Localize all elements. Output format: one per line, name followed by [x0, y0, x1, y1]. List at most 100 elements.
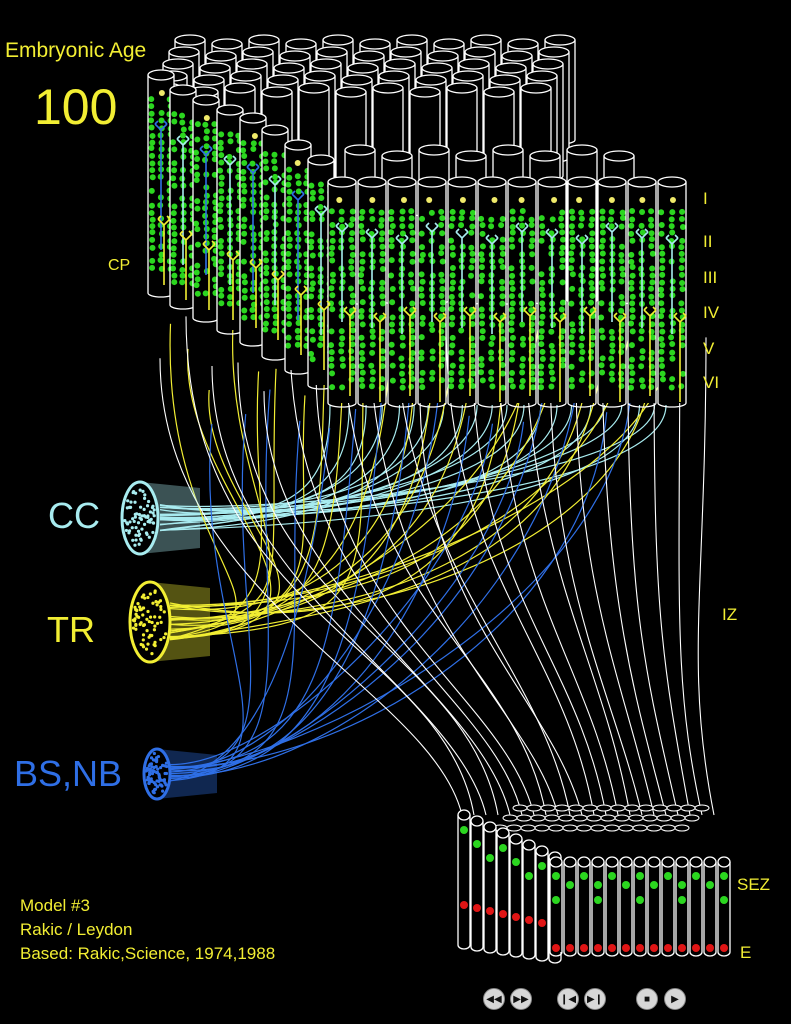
progenitor-cell: [525, 872, 533, 880]
neuron-cell: [271, 306, 278, 313]
sez-column-top: [642, 814, 658, 822]
neuron-cell: [538, 363, 545, 370]
neuron-dendrite: [635, 228, 649, 328]
cortical-column: [483, 821, 497, 954]
neuron-cell: [498, 222, 505, 229]
neuron-cell: [479, 230, 486, 237]
neuron-cell: [329, 244, 336, 251]
neuron-cell: [263, 194, 270, 201]
skip-forward-button[interactable]: ▶❙: [584, 988, 606, 1010]
neuron-dendrite: [154, 120, 168, 250]
neuron-cell: [449, 251, 456, 258]
layer-label-ii: II: [703, 232, 713, 251]
neuron-cell: [194, 290, 201, 297]
neuron-cell: [249, 294, 256, 301]
neuron-cell: [588, 355, 595, 362]
neuron-cell: [271, 327, 278, 334]
neuron-cell: [499, 293, 506, 300]
neuron-cell: [438, 341, 445, 348]
neuron-cell: [149, 216, 156, 223]
neuron-cell: [559, 362, 566, 369]
neuron-cell: [329, 237, 336, 244]
neuron-cell: [678, 307, 685, 314]
neuron-cell: [618, 223, 625, 230]
neuron-cell: [678, 215, 685, 222]
neuron-cell: [519, 377, 526, 384]
neuron-cell: [498, 355, 505, 362]
neuron-dendrite: [317, 300, 331, 370]
ependymal-cell: [720, 944, 728, 952]
neuron-cell: [568, 349, 575, 356]
neuron-cell: [629, 216, 636, 223]
progenitor-cell: [499, 844, 507, 852]
neuron-cell: [599, 285, 606, 292]
neuron-cell: [329, 384, 336, 391]
neuron-cell: [308, 314, 315, 321]
neuron-cell: [439, 230, 446, 237]
neuron-cell: [369, 341, 376, 348]
neuron-cell: [549, 348, 556, 355]
neuron-cell: [295, 188, 302, 195]
rewind-button[interactable]: ◀◀: [483, 988, 505, 1010]
neuron-dendrite: [523, 306, 537, 396]
neuron-cell: [359, 321, 366, 328]
stop-button[interactable]: ■: [636, 988, 658, 1010]
neuron-cell: [148, 187, 155, 194]
sez-column-top: [554, 804, 570, 812]
sez-column-top: [558, 814, 574, 822]
neuron-cell: [170, 217, 177, 224]
stop-icon: ■: [643, 993, 651, 1005]
neuron-dendrite: [665, 234, 679, 334]
play-button[interactable]: ▶: [664, 988, 686, 1010]
neuron-cell: [241, 273, 248, 280]
progenitor-cell: [473, 840, 481, 848]
cortical-column: [689, 856, 703, 957]
neuron-cell: [338, 328, 345, 335]
neuron-cell: [448, 376, 455, 383]
neuron-cell: [559, 348, 566, 355]
neuron-cell: [548, 328, 555, 335]
neuron-cell: [428, 209, 435, 216]
neuron-cell: [193, 164, 200, 171]
neuron-cell: [499, 314, 506, 321]
cortical-column: [509, 833, 523, 958]
skip-back-button[interactable]: ❙◀: [557, 988, 579, 1010]
neuron-cell: [240, 223, 247, 230]
neuron-cell: [379, 250, 386, 257]
fast-forward-button[interactable]: ▶▶: [510, 988, 532, 1010]
neuron-cell: [508, 327, 515, 334]
neuron-cell: [549, 376, 556, 383]
neuron-cell: [194, 276, 201, 283]
neuron-cell: [589, 265, 596, 272]
neuron-cell: [202, 205, 209, 212]
sez-column-top: [586, 814, 602, 822]
neuron-cell: [518, 237, 525, 244]
credit-authors: Rakic / Leydon: [20, 920, 133, 939]
neuron-cell: [308, 182, 315, 189]
neuron-cell: [438, 313, 445, 320]
neuron-cell: [409, 229, 416, 236]
neuron-cell: [149, 223, 156, 230]
neuron-cell: [608, 355, 615, 362]
neuron-cell: [589, 230, 596, 237]
neuron-cell: [217, 202, 224, 209]
neuron-dendrite: [575, 234, 589, 334]
neuron-cell: [499, 362, 506, 369]
neuron-cell: [263, 208, 270, 215]
neuron-cell: [194, 226, 201, 233]
neuron-cell: [669, 349, 676, 356]
progenitor-cell: [486, 854, 494, 862]
neuron-cell: [629, 237, 636, 244]
neuron-cell: [308, 350, 315, 357]
neuron-cell: [509, 229, 516, 236]
cajal-retzius-cell: [369, 197, 376, 203]
neuron-cell: [295, 320, 302, 327]
neuron-cell: [488, 216, 495, 223]
neuron-cell: [418, 355, 425, 362]
neuron-cell: [509, 243, 516, 250]
neuron-cell: [171, 231, 178, 238]
neuron-cell: [170, 245, 177, 252]
neuron-dendrite: [605, 222, 619, 322]
neuron-cell: [629, 314, 636, 321]
neuron-cell: [379, 257, 386, 264]
